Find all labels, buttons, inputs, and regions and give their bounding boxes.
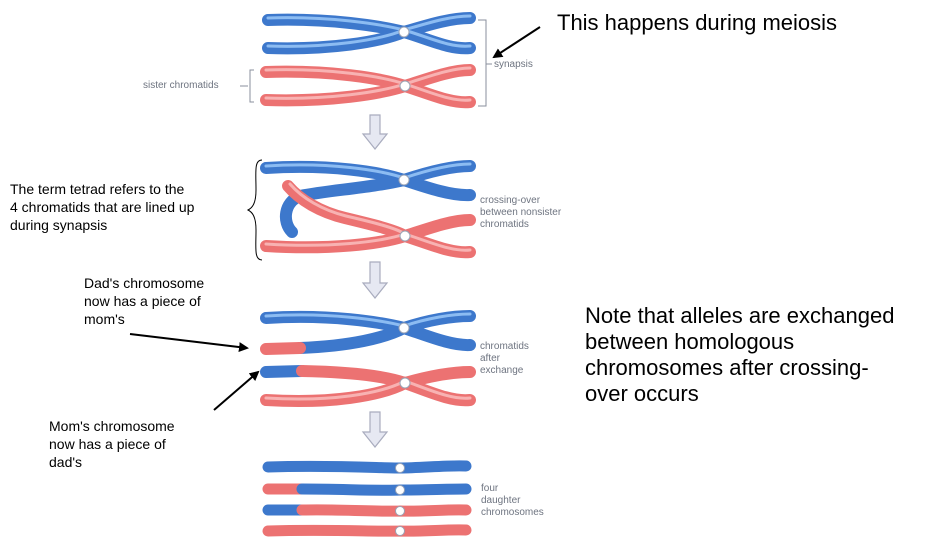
after-exchange-label-line: chromatids: [480, 341, 529, 353]
down-arrow: [363, 115, 387, 149]
crossing-over-label-line: between nonsister: [480, 207, 561, 219]
stage-after-exchange: [266, 314, 470, 401]
centromere: [400, 231, 410, 241]
mom-arrow: [214, 372, 258, 410]
mom-note-line: now has a piece of: [49, 435, 175, 453]
tetrad-note-line: 4 chromatids that are lined up: [10, 198, 194, 216]
dad-note-line: Dad's chromosome: [84, 274, 204, 292]
crossing-over-label-line: chromatids: [480, 219, 561, 231]
down-arrow: [363, 412, 387, 447]
daughter-chromosome-1: [268, 466, 466, 468]
centromere: [399, 323, 409, 333]
tetrad-note-line: The term tetrad refers to the: [10, 180, 194, 198]
dad-arrow: [130, 334, 247, 348]
after-exchange-label-line: after: [480, 353, 529, 365]
sister-chromatids-bracket: [240, 70, 254, 102]
mom-note-line: dad's: [49, 453, 175, 471]
tetrad-note-line: during synapsis: [10, 216, 194, 234]
stage-crossing-over: [248, 160, 470, 260]
centromere: [400, 81, 410, 91]
synapsis-label: synapsis: [494, 59, 533, 71]
after-exchange-label: chromatids after exchange: [480, 341, 529, 377]
tetrad-note: The term tetrad refers to the 4 chromati…: [10, 180, 194, 234]
crossing-over-label: crossing-over between nonsister chromati…: [480, 195, 561, 231]
chromosome-red: [266, 371, 470, 401]
note-line: over occurs: [585, 381, 894, 407]
dad-note-line: now has a piece of: [84, 292, 204, 310]
crossing-over-label-line: crossing-over: [480, 195, 561, 207]
daughters-label-line: chromosomes: [481, 507, 544, 519]
down-arrow: [363, 262, 387, 298]
dad-note-line: mom's: [84, 310, 204, 328]
sister-chromatids-label: sister chromatids: [143, 80, 219, 92]
centromere: [399, 27, 409, 37]
centromere: [399, 175, 409, 185]
daughter-chromosome-4: [268, 530, 466, 531]
daughter-chromosome-2: [268, 489, 466, 490]
daughters-label-line: daughter: [481, 495, 544, 507]
daughters-label-line: four: [481, 483, 544, 495]
note-text: Note that alleles are exchanged between …: [585, 303, 894, 407]
chromosome-blue: [268, 16, 470, 48]
after-exchange-label-line: exchange: [480, 365, 529, 377]
chromosome-blue: [266, 314, 470, 349]
chromosome-red: [266, 68, 470, 102]
title-text: This happens during meiosis: [557, 10, 837, 36]
mom-note: Mom's chromosome now has a piece of dad'…: [49, 417, 175, 471]
note-line: Note that alleles are exchanged: [585, 303, 894, 329]
centromere: [400, 378, 410, 388]
synapsis-bracket: [478, 20, 492, 106]
mom-note-line: Mom's chromosome: [49, 417, 175, 435]
dad-note: Dad's chromosome now has a piece of mom'…: [84, 274, 204, 328]
meiosis-arrow: [494, 27, 540, 57]
tetrad-brace: [248, 160, 262, 260]
note-line: chromosomes after crossing-: [585, 355, 894, 381]
daughter-chromosome-3: [268, 510, 466, 511]
note-line: between homologous: [585, 329, 894, 355]
daughters-label: four daughter chromosomes: [481, 483, 544, 519]
daughter-centromeres: [396, 464, 405, 536]
stage-synapsis: [240, 16, 492, 106]
stage-daughters: [268, 466, 466, 531]
